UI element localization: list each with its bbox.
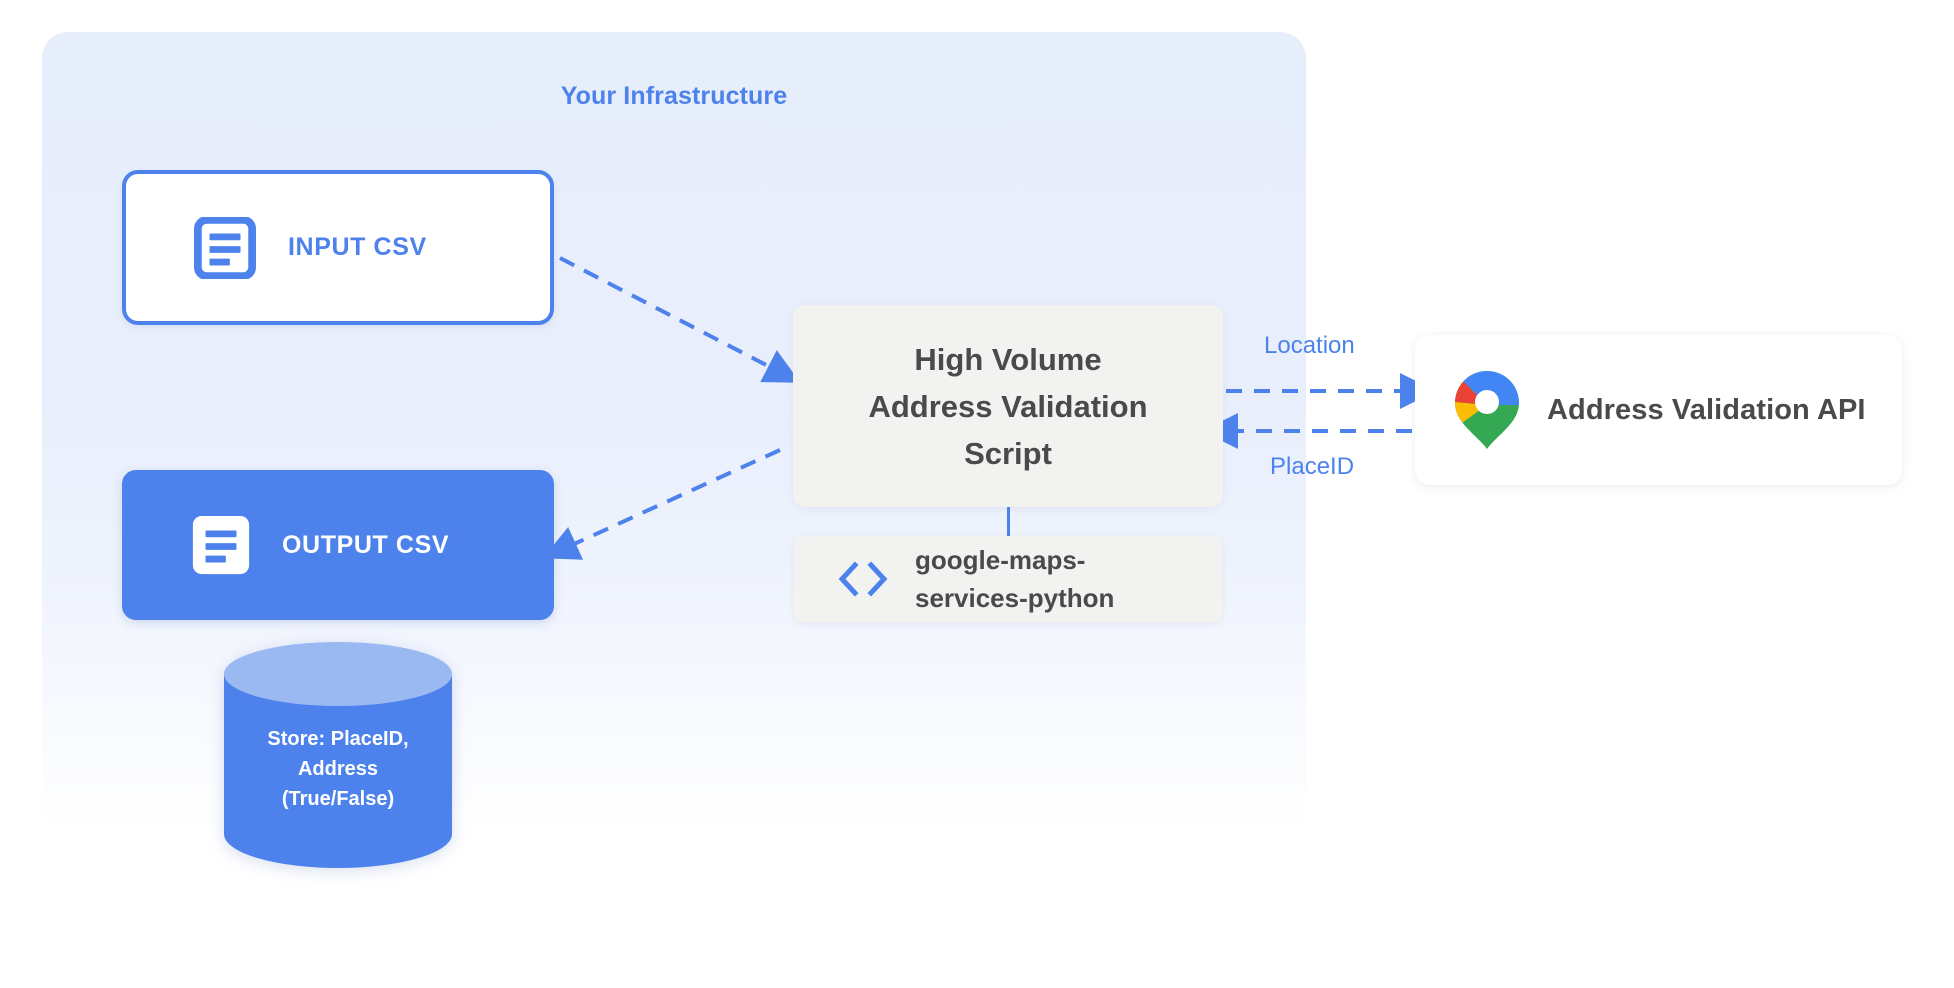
- library-line-1: google-maps-: [915, 545, 1086, 575]
- output-csv-label: OUTPUT CSV: [282, 530, 450, 559]
- cylinder-shape: [224, 642, 452, 868]
- api-label: Address Validation API: [1547, 393, 1866, 426]
- edge-label-placeid: PlaceID: [1270, 453, 1355, 480]
- google-maps-pin-icon: [1455, 371, 1519, 449]
- code-brackets-icon: [838, 561, 888, 597]
- input-csv-label: INPUT CSV: [288, 233, 427, 261]
- script-line-2: Address Validation: [868, 388, 1148, 424]
- edge-script-to-library: [1007, 507, 1010, 547]
- panel-title: Your Infrastructure: [560, 82, 788, 110]
- document-icon: [192, 515, 250, 575]
- library-box[interactable]: google-maps- services-python: [793, 536, 1223, 622]
- script-box[interactable]: High Volume Address Validation Script: [793, 305, 1223, 507]
- address-validation-api-card[interactable]: Address Validation API: [1415, 335, 1902, 485]
- library-label: google-maps- services-python: [915, 541, 1114, 617]
- library-line-2: services-python: [915, 583, 1115, 613]
- output-csv-card[interactable]: OUTPUT CSV: [122, 470, 554, 620]
- input-csv-card[interactable]: INPUT CSV: [122, 170, 554, 325]
- edge-label-location: Location: [1264, 332, 1355, 359]
- document-icon: [194, 216, 256, 279]
- script-line-3: Script: [964, 435, 1052, 471]
- script-line-1: High Volume: [914, 341, 1102, 377]
- script-label: High Volume Address Validation Script: [868, 336, 1147, 477]
- database-cylinder[interactable]: Store: PlaceID, Address (True/False): [218, 640, 458, 868]
